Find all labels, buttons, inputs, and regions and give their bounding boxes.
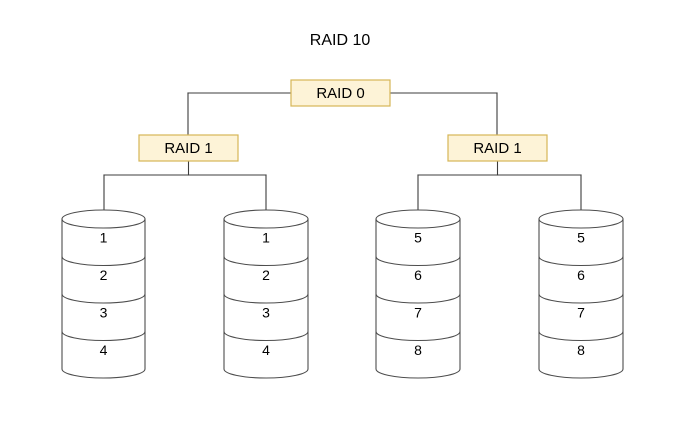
cylinder-divider-arc bbox=[223, 331, 309, 342]
node-box-raid1-right-rect[interactable] bbox=[447, 134, 548, 162]
disk-block-label: 8 bbox=[577, 342, 585, 358]
cylinder-top-ellipse bbox=[223, 209, 309, 229]
cylinder-top-ellipse bbox=[375, 209, 461, 229]
node-box-raid1-left[interactable]: RAID 1 bbox=[138, 134, 239, 162]
node-box-raid0[interactable]: RAID 0 bbox=[290, 79, 391, 107]
cylinder-divider-arc bbox=[538, 256, 624, 267]
disk-block-label: 4 bbox=[100, 342, 108, 358]
cylinder-body bbox=[61, 218, 146, 379]
disk-block-label: 2 bbox=[262, 267, 270, 283]
node-box-group: RAID 0 RAID 1 RAID 1 bbox=[138, 79, 548, 162]
cylinder-body bbox=[375, 218, 461, 379]
disk-stack-group: 1 2 3 4 1 2 3 4 5 6 7 8 5 6 7 8 bbox=[61, 209, 624, 379]
disk-block-label: 6 bbox=[577, 267, 585, 283]
disk-block-label: 6 bbox=[414, 267, 422, 283]
disk-1: 1 2 3 4 bbox=[61, 209, 146, 379]
node-box-raid1-left-label: RAID 1 bbox=[164, 140, 212, 157]
disk-block-label: 1 bbox=[262, 229, 270, 245]
disk-block-label: 3 bbox=[262, 304, 270, 320]
disk-2: 1 2 3 4 bbox=[223, 209, 309, 379]
connector-lines bbox=[103, 92, 582, 229]
disk-4: 5 6 7 8 bbox=[538, 209, 624, 379]
node-box-raid1-right-label: RAID 1 bbox=[473, 140, 521, 157]
node-box-raid1-right[interactable]: RAID 1 bbox=[447, 134, 548, 162]
node-box-raid1-left-rect[interactable] bbox=[138, 134, 239, 162]
cylinder-divider-arc bbox=[375, 256, 461, 267]
cylinder-divider-arc bbox=[223, 293, 309, 304]
disk-block-label: 7 bbox=[414, 304, 422, 320]
cylinder-divider-arc bbox=[375, 293, 461, 304]
cylinder-body bbox=[538, 218, 624, 379]
disk-block-label: 5 bbox=[577, 229, 585, 245]
cylinder-body bbox=[223, 218, 309, 379]
cylinder-divider-arc bbox=[61, 256, 146, 267]
cylinder-top-ellipse bbox=[538, 209, 624, 229]
page-title: RAID 10 bbox=[310, 32, 371, 49]
disk-3: 5 6 7 8 bbox=[375, 209, 461, 379]
cylinder-top-ellipse bbox=[61, 209, 146, 229]
disk-block-label: 4 bbox=[262, 342, 270, 358]
disk-block-label: 1 bbox=[100, 229, 108, 245]
cylinder-divider-arc bbox=[538, 331, 624, 342]
cylinder-divider-arc bbox=[61, 293, 146, 304]
cylinder-divider-arc bbox=[375, 331, 461, 342]
cylinder-divider-arc bbox=[538, 293, 624, 304]
cylinder-divider-arc bbox=[223, 256, 309, 267]
disk-block-label: 5 bbox=[414, 229, 422, 245]
node-box-raid0-rect[interactable] bbox=[290, 79, 391, 107]
disk-block-label: 2 bbox=[100, 267, 108, 283]
cylinder-divider-arc bbox=[61, 331, 146, 342]
disk-block-label: 7 bbox=[577, 304, 585, 320]
disk-block-label: 3 bbox=[100, 304, 108, 320]
disk-block-label: 8 bbox=[414, 342, 422, 358]
node-box-raid0-label: RAID 0 bbox=[316, 85, 364, 102]
